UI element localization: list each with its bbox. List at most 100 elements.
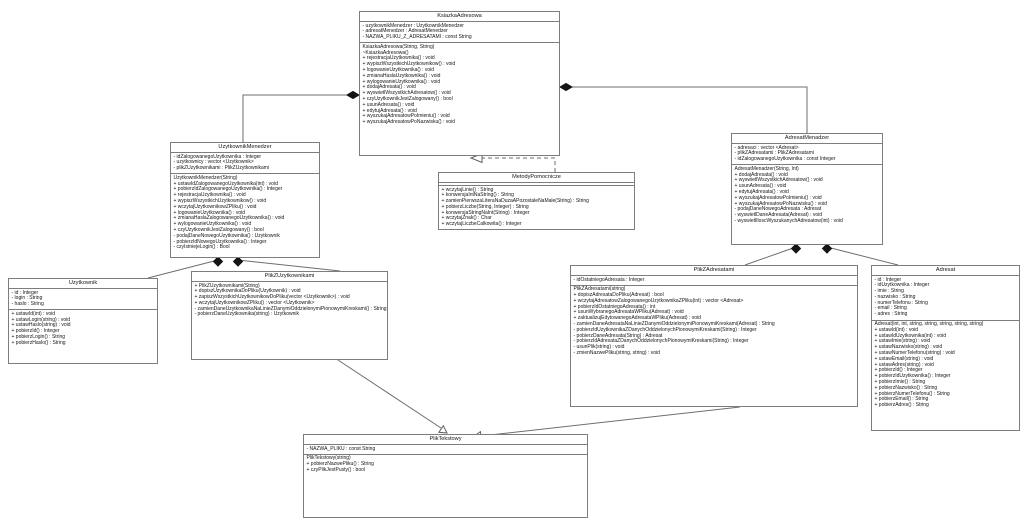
member-line: + czyPlikJestPusty() : bool (306, 466, 366, 473)
composition-uzytkownikmenedzer-to-uzytkownik (147, 256, 224, 279)
composition-diamond-icon (559, 82, 573, 92)
class-ksiazka-adresowa[interactable]: KsiazkaAdresowa - uzytkownikMenedzer : U… (359, 11, 560, 156)
member-line: - adresaci : vector <Adresat> (734, 144, 799, 151)
class-metody-pomocnicze[interactable]: MetodyPomocnicze + wczytajLinie() : Stri… (438, 172, 635, 230)
class-plik-z-uzytkownikami[interactable]: PlikZUzytkownikami + PlikZUzytkownikami(… (191, 271, 388, 360)
member-line: + PlikZUzytkownikami(String) (194, 282, 260, 289)
class-title: PlikZUzytkownikami (192, 272, 387, 282)
member-line: + edytujAdresata() : void (734, 189, 789, 196)
composition-diamond-icon (346, 90, 360, 100)
member-line: - pobierzIdNowegoUzytkownika() : Integer (173, 238, 267, 245)
methods-compartment: PlikZAdresatami(string)+ dopiszAdresataD… (571, 286, 857, 406)
member-line: + zaktualizujEdytowanegoAdresataWPliku(A… (573, 315, 701, 322)
member-line: - wyswietlIloscWyszukanychAdresatow(int)… (734, 218, 843, 225)
composition-ksiazka-to-uzytkownikmenedzer (242, 90, 360, 142)
member-line: - uzytkownikMenedzer : UzytkownikMenedze… (362, 22, 464, 29)
member-line: + czyUzytkownikJestZalogowany() : bool (173, 227, 264, 234)
attributes-compartment: - id : Integer- idUzytkownika : Integer-… (872, 276, 1019, 321)
member-line: - zmienNazwePliku(string, string) : void (573, 350, 660, 357)
class-title: Uzytkownik (9, 279, 157, 289)
member-line: - id : Integer (11, 289, 39, 296)
member-line: + pobierzIdZalogowanegoUzytkownika() : I… (173, 186, 283, 193)
member-line: PlikZAdresatami(string) (573, 286, 626, 293)
composition-diamond-icon (821, 243, 833, 254)
class-title: KsiazkaAdresowa (360, 12, 559, 22)
class-adresat-menadzer[interactable]: AdresatMenadzer - adresaci : vector <Adr… (731, 133, 883, 245)
composition-ksiazka-to-adresatmenadzer (559, 82, 808, 133)
member-line: KsiazkaAdresowa(String, String) (362, 43, 435, 50)
attributes-compartment (439, 183, 634, 186)
member-line: + ustawIdZalogowanegoUzytkownika(int) : … (173, 180, 278, 187)
member-line: - plikZUzytkownikami : PlikZUzytkownikam… (173, 165, 270, 172)
attributes-compartment: - idZalogowanegoUzytkownika : Integer- u… (171, 153, 319, 175)
member-line: + dopiszUzytkownikaDoPliku(Uzytkownik) :… (194, 288, 301, 295)
methods-compartment: + ustawId(int) : void+ ustawLogin(string… (9, 310, 157, 363)
methods-compartment: KsiazkaAdresowa(String, String)~KsiazkaA… (360, 43, 559, 155)
member-line: + ustawNumerTelefonu(string) : void (874, 350, 955, 357)
member-line: + pobierzNumerTelefonu() : String (874, 390, 950, 397)
class-title: MetodyPomocnicze (439, 173, 634, 183)
member-line: - zamienDaneAdresataNaLinieZDanymiOddzie… (573, 321, 775, 328)
member-line: + dodajAdresata() : void (734, 171, 788, 178)
class-adresat[interactable]: Adresat - id : Integer- idUzytkownika : … (871, 265, 1020, 431)
composition-diamond-icon (212, 256, 224, 267)
member-line: + wylogowanieUzytkownika() : void (362, 78, 441, 85)
member-line: - numerTelefonu : String (874, 299, 928, 306)
member-line: + zapiszWszystkichUzytkownikowDoPliku(ve… (194, 294, 350, 301)
member-line: + usunWybranegoAdresataWPliku(Adresat) :… (573, 309, 684, 316)
methods-compartment: PlikTekstowy(string)+ pobierzNazwePliku(… (304, 455, 587, 517)
member-line: - haslo : String (11, 301, 44, 308)
composition-adresatmenadzer-to-plikzadresatami (744, 243, 802, 266)
class-plik-tekstowy[interactable]: PlikTekstowy - NAZWA_PLIKU : const Strin… (303, 434, 588, 518)
member-line: - imie : String (874, 288, 904, 295)
member-line: + ustawNazwisko(string) : void (874, 344, 943, 351)
member-line: UzytkownikMenedzer(String) (173, 174, 238, 181)
class-title: AdresatMenadzer (732, 134, 882, 144)
member-line: - pobierzIdAdresataZDanychOddzielonychPi… (573, 338, 749, 345)
member-line: + ustawId(int) : void (11, 310, 56, 317)
member-line: + ustawHaslo(string) : void (11, 322, 71, 329)
member-line: + wyszukajAdresatowPoImieniu() : void (734, 194, 822, 201)
member-line: + wczytajUzytkownikowZPliku() : void (173, 203, 257, 210)
member-line: + wyswietlWszystkichAdresatow() : void (362, 90, 451, 97)
member-line: - wyswietlDaneAdresata(Adresat) : void (734, 212, 823, 219)
member-line: + logowanieUzytkownika() : void (173, 209, 246, 216)
class-title: PlikTekstowy (304, 435, 587, 445)
member-line: + konwersjaIntNaString() : String (441, 192, 514, 199)
member-line: - czyIstniejeLogin() : Bool (173, 244, 230, 251)
member-line: ~KsiazkaAdresowa() (362, 49, 409, 56)
member-line: - podajDaneNowegoAdresata : Adresat (734, 206, 822, 213)
member-line: - NAZWA_PLIKU_Z_ADRESATAMI : const Strin… (362, 34, 472, 41)
member-line: - podajDaneNowegoUzytkownika() : Uzytkow… (173, 232, 280, 239)
member-line: + logowanieUzytkownika() : void (362, 67, 435, 74)
member-line: - idZalogowanegoUzytkownika : Integer (173, 153, 262, 160)
member-line: + wyszukajAdresatowPoNazwisku() : void (362, 119, 455, 126)
methods-compartment: + PlikZUzytkownikami(String)+ dopiszUzyt… (192, 282, 387, 359)
methods-compartment: AdresatMenadzer(String, Int)+ dodajAdres… (732, 165, 882, 244)
member-line: + ustawLogin(string) : void (11, 316, 71, 323)
member-line: - uzytkownicy : vector <Uzytkownik> (173, 159, 254, 166)
class-uzytkownik-menedzer[interactable]: UzytkownikMenedzer - idZalogowanegoUzytk… (170, 142, 320, 258)
member-line: AdresatMenadzer(String, Int) (734, 165, 799, 172)
member-line: + konwersjaStringNaInt(String) : Integer (441, 209, 530, 216)
member-line: + rejestracjaUzytkownika() : void (362, 55, 435, 62)
member-line: + ustawIdUzytkownika(int) : void (874, 332, 947, 339)
methods-compartment: Adresat(int, int, string, string, string… (872, 321, 1019, 430)
member-line: - idUzytkownika : Integer (874, 282, 930, 289)
member-line: PlikTekstowy(string) (306, 455, 351, 462)
attributes-compartment: - NAZWA_PLIKU : const String (304, 445, 587, 455)
member-line: + dopiszAdresataDoPliku(Adresat) : bool (573, 292, 664, 299)
member-line: + pobierzId() : Integer (874, 367, 923, 374)
member-line: + wczytajAdresatowZalogowanegoUzytkownik… (573, 297, 744, 304)
member-line: + wyszukajAdresatowPoImieniu() : void (362, 113, 450, 120)
class-uzytkownik[interactable]: Uzytkownik - id : Integer- login : Strin… (8, 278, 158, 364)
member-line: + rejestracjaUzytkownika() : void (173, 192, 246, 199)
member-line: + ustawEmail(string) : void (874, 355, 934, 362)
member-line: + pobierzLiczbe(String, Integer) : Strin… (441, 203, 529, 210)
member-line: + zmianaHaslaUzytkownika() : void (362, 72, 441, 79)
member-line: - id : Integer (874, 276, 902, 283)
attributes-compartment: - id : Integer- login : String- haslo : … (9, 289, 157, 311)
class-plik-z-adresatami[interactable]: PlikZAdresatami - idOstatniegoAdresata :… (570, 265, 858, 407)
member-line: - usunPlik(string) : void (573, 344, 625, 351)
member-line: + pobierzId() : Integer (11, 328, 60, 335)
